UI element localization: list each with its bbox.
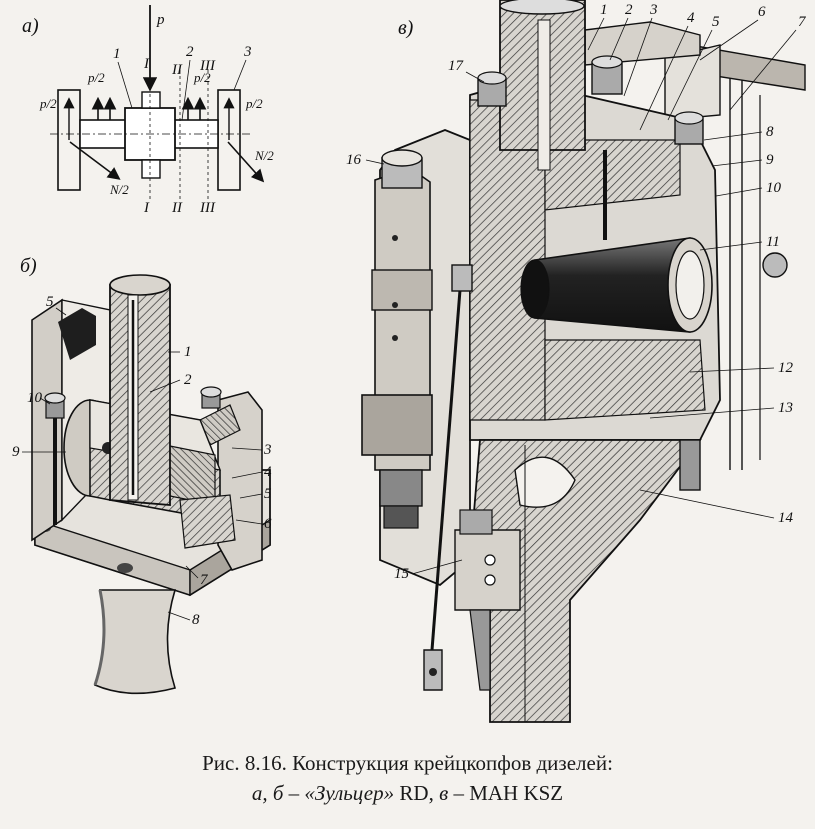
half-n-right-label: N/2 [254, 148, 274, 163]
quarter-p-left-label: p/2 [39, 96, 57, 111]
half-n-left-label: N/2 [109, 182, 129, 197]
panel-v-label: в) [398, 17, 414, 39]
b-part-4: 4 [264, 464, 272, 480]
b-part-8: 8 [192, 612, 200, 628]
section-i-bottom: I [143, 200, 150, 216]
v-part-17: 17 [448, 58, 465, 74]
b-part-6: 6 [264, 516, 272, 532]
part-1-label: 1 [113, 46, 121, 62]
panel-a-force-scheme: а) p p/2 p/2 p/2 p/2 N/2 N/2 I [22, 5, 274, 216]
b-part-5-top: 5 [46, 294, 54, 310]
section-iii-top: III [199, 58, 216, 74]
v-part-15: 15 [394, 566, 410, 582]
b-part-1: 1 [184, 344, 192, 360]
b-part-5: 5 [264, 486, 272, 502]
v-part-10: 10 [766, 180, 782, 196]
panel-b-part-numbers: 5 1 2 10 9 3 4 5 6 7 8 [12, 294, 272, 628]
half-p-right-label: p/2 [193, 70, 211, 85]
part-2-label: 2 [186, 44, 194, 60]
v-part-6: 6 [758, 4, 766, 20]
crosshead-diagram: а) p p/2 p/2 p/2 p/2 N/2 N/2 I [12, 0, 807, 723]
caption-line-1: Рис. 8.16. Конструкция крейцкопфов дизел… [202, 751, 613, 775]
panel-v-crosshead: в) [346, 0, 807, 723]
v-part-3: 3 [649, 2, 658, 18]
v-part-5: 5 [712, 14, 720, 30]
quarter-p-right-label: p/2 [245, 96, 263, 111]
caption-sulzer: а, б – «Зульцер» [251, 781, 395, 805]
b-part-3: 3 [263, 442, 272, 458]
b-part-2: 2 [184, 372, 192, 388]
v-part-12: 12 [778, 360, 794, 376]
caption-line-2: а, б – «Зульцер» RD, в – МАН KSZ [0, 778, 815, 808]
caption-man: – МАН KSZ [448, 781, 564, 805]
section-ii-bottom: II [171, 200, 183, 216]
panel-b-crosshead: б) 5 [12, 255, 272, 695]
caption-v: в [439, 781, 449, 805]
v-part-7: 7 [798, 14, 807, 30]
half-p-left-label: p/2 [87, 70, 105, 85]
force-p-label: p [156, 12, 165, 28]
b-part-9: 9 [12, 444, 20, 460]
v-part-8: 8 [766, 124, 774, 140]
v-part-13: 13 [778, 400, 793, 416]
caption-rd: RD, [394, 781, 440, 805]
panel-b-label: б) [20, 255, 37, 277]
v-part-4: 4 [687, 10, 695, 26]
section-ii-top: II [171, 62, 183, 78]
v-part-1: 1 [600, 2, 608, 18]
v-part-2: 2 [625, 2, 633, 18]
v-part-11: 11 [766, 234, 780, 250]
panel-v-part-numbers: 1 2 3 4 5 6 7 8 9 10 11 12 13 1 [346, 2, 807, 582]
b-part-10: 10 [27, 390, 43, 406]
v-part-9: 9 [766, 152, 774, 168]
panel-a-label: а) [22, 15, 39, 37]
v-part-16: 16 [346, 152, 362, 168]
figure-caption: Рис. 8.16. Конструкция крейцкопфов дизел… [0, 748, 815, 808]
v-part-14: 14 [778, 510, 794, 526]
part-3-label: 3 [243, 44, 252, 60]
b-part-7: 7 [200, 572, 209, 588]
section-i-top: I [143, 56, 150, 72]
section-iii-bottom: III [199, 200, 216, 216]
